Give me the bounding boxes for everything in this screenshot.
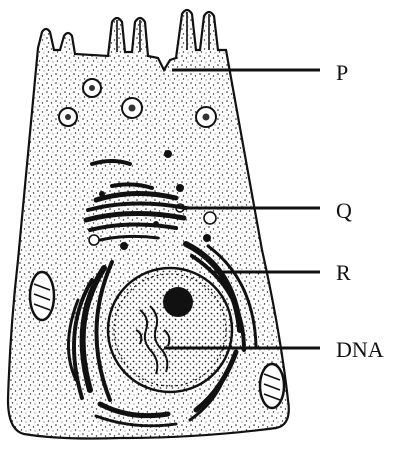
nucleolus: [163, 287, 193, 317]
label-q: Q: [336, 200, 352, 222]
nucleus: [108, 268, 232, 392]
label-dna: DNA: [336, 339, 384, 361]
label-p: P: [336, 62, 348, 84]
mitochondrion-left: [30, 272, 54, 320]
mitochondrion-right: [260, 364, 284, 408]
label-r: R: [336, 262, 351, 284]
